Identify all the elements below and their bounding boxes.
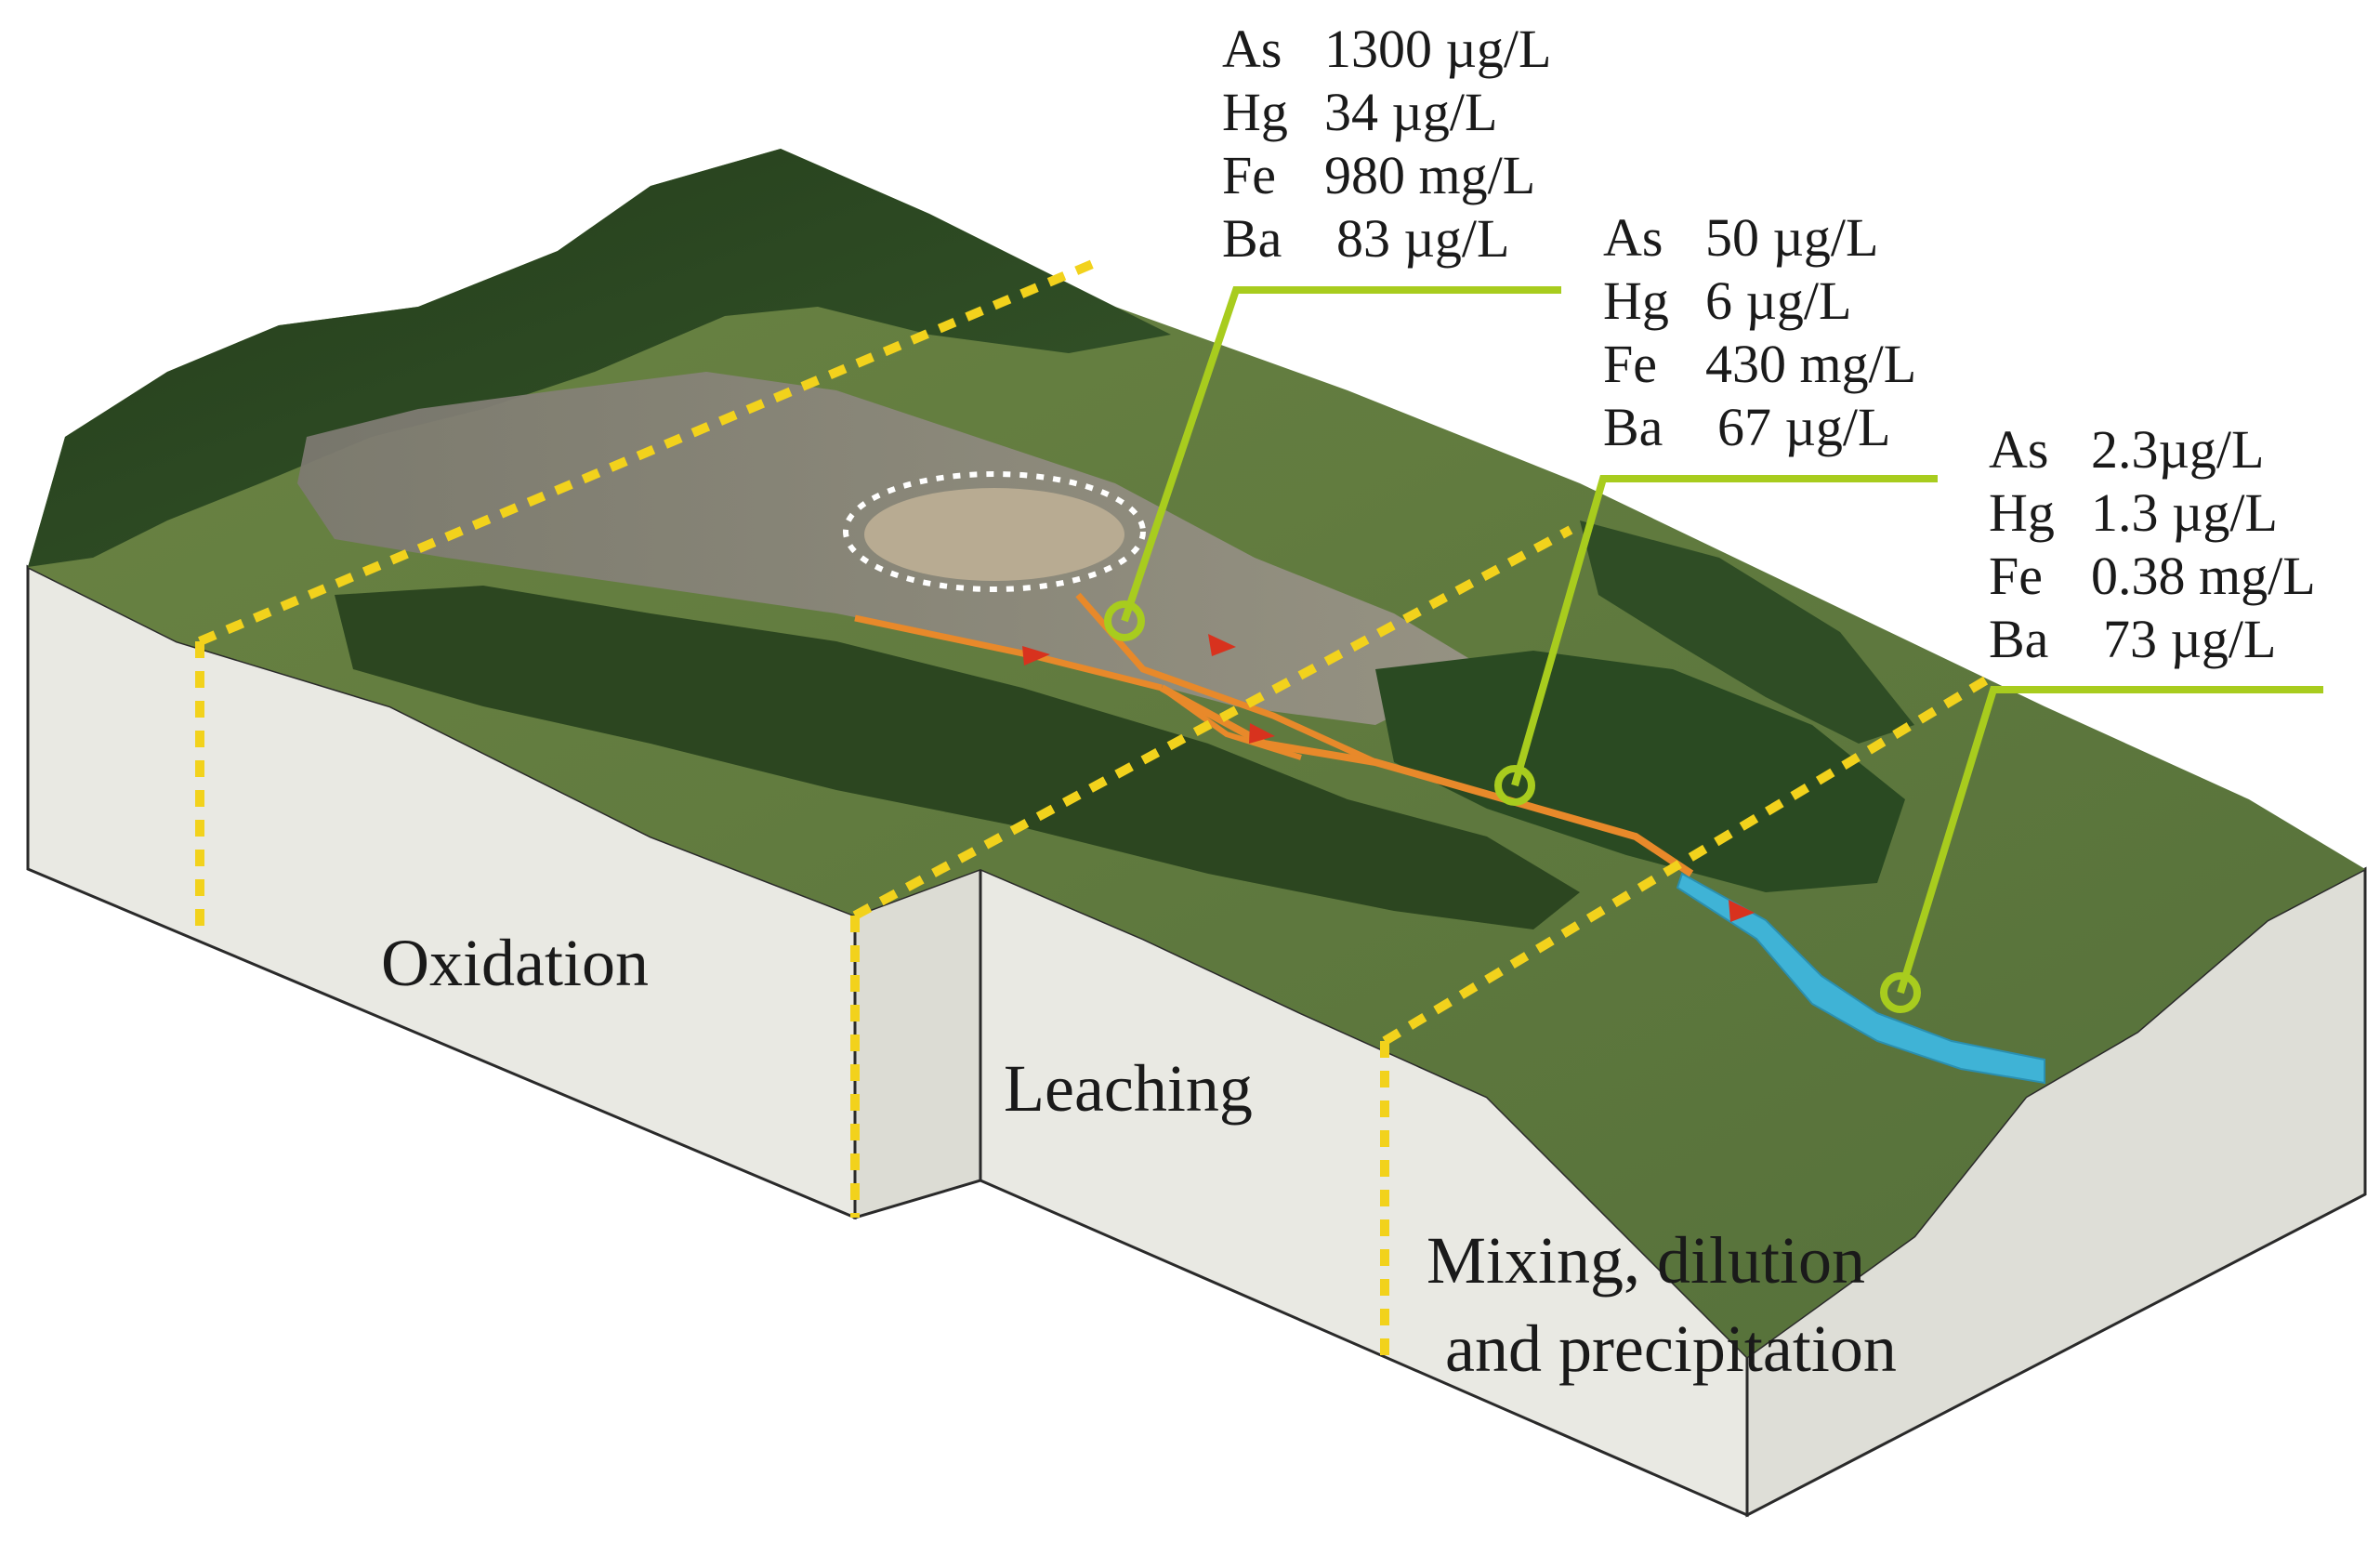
acid-drainage-channel-main: [1160, 684, 1694, 877]
sampling-point-marker-icon: [1494, 765, 1535, 806]
zone-label-mixing-line-2: and precipitation: [1445, 1311, 1897, 1386]
flow-direction-arrow-icon: [1729, 900, 1755, 922]
zone-labels: Oxidation Leaching Mixing, dilution and …: [381, 926, 1897, 1386]
forest-upper: [28, 149, 1171, 567]
forest-middle-strip: [335, 586, 1580, 929]
reading-value: 83 µg/L: [1336, 208, 1509, 269]
flow-direction-arrow-icon: [1208, 634, 1236, 656]
reading-value: 980 mg/L: [1324, 145, 1535, 205]
station-1-concentrations: As 1300 µg/L Hg 34 µg/L Fe 980 mg/L Ba 8…: [1222, 19, 1551, 269]
reading-element: As: [1222, 19, 1282, 79]
block-side-faces: [26, 564, 2367, 1518]
flow-direction-arrow-icon: [1249, 723, 1275, 744]
block-step-face: [853, 866, 982, 1220]
zone-label-oxidation: Oxidation: [381, 926, 649, 1000]
zone-label-leaching: Leaching: [1004, 1051, 1253, 1126]
callout-leader-2: [1511, 475, 1938, 787]
reading-value: 430 mg/L: [1705, 334, 1916, 394]
reading-value: 2.3µg/L: [2091, 419, 2264, 480]
reading-value: 67 µg/L: [1717, 397, 1890, 457]
reading-element: Ba: [1989, 609, 2048, 669]
reading-element: Hg: [1603, 270, 1669, 331]
reading-value: 1300 µg/L: [1324, 19, 1551, 79]
flow-direction-arrow-icon: [1022, 646, 1050, 666]
boundary-2-surface: [852, 525, 1573, 920]
reading-element: Fe: [1603, 334, 1657, 394]
reading-element: Hg: [1989, 482, 2055, 543]
callout-leader-3: [1897, 686, 2323, 995]
reading-element: Fe: [1989, 546, 2043, 606]
reading-value: 34 µg/L: [1324, 82, 1497, 142]
sampling-point-marker-icon: [1104, 600, 1145, 641]
forest-right-patch: [1375, 651, 1905, 892]
acid-drainage-channel-south: [1160, 685, 1302, 760]
river: [1676, 872, 2045, 1085]
reading-value: 73 µg/L: [2103, 609, 2276, 669]
reading-element: Ba: [1603, 397, 1663, 457]
terrain-surface: [28, 149, 2365, 1357]
reading-element: As: [1989, 419, 2048, 480]
reading-value: 6 µg/L: [1705, 270, 1851, 331]
reading-element: Hg: [1222, 82, 1288, 142]
zone-boundaries: [195, 256, 1992, 1357]
reading-value: 50 µg/L: [1705, 207, 1878, 268]
station-3-concentrations: As 2.3µg/L Hg 1.3 µg/L Fe 0.38 mg/L Ba 7…: [1989, 419, 2316, 669]
forest-right-hill: [1580, 521, 1914, 744]
reading-element: Ba: [1222, 208, 1282, 269]
zone-label-mixing-line-1: Mixing, dilution: [1427, 1223, 1865, 1298]
waste-dump-mound: [864, 488, 1124, 581]
drainage-network: [854, 592, 2045, 1085]
reading-value: 1.3 µg/L: [2091, 482, 2278, 543]
station-2-concentrations: As 50 µg/L Hg 6 µg/L Fe 430 mg/L Ba 67 µ…: [1603, 207, 1916, 457]
callouts: [1104, 286, 2323, 1013]
callout-leader-1: [1121, 286, 1561, 623]
reading-element: As: [1603, 207, 1663, 268]
sampling-point-marker-icon: [1880, 972, 1921, 1013]
waste-dump-outline-icon: [843, 471, 1146, 592]
boundary-1-surface: [198, 256, 1103, 646]
reading-value: 0.38 mg/L: [2091, 546, 2316, 606]
reading-element: Fe: [1222, 145, 1276, 205]
